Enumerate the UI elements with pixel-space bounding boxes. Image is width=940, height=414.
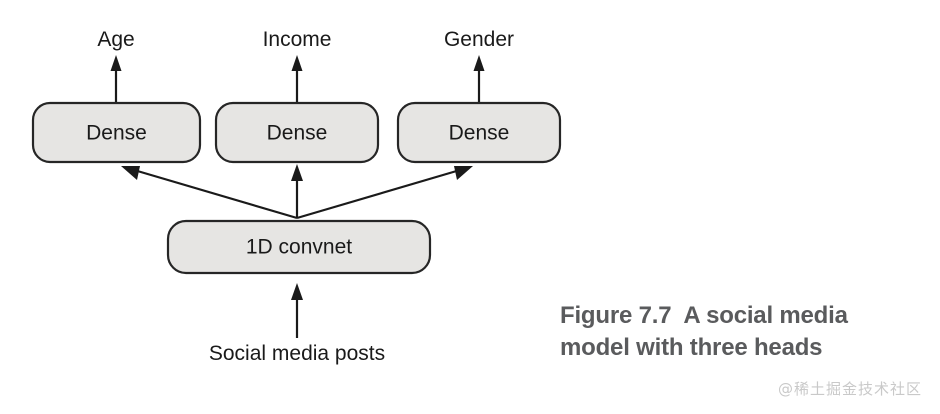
- output-label-income: Income: [263, 28, 332, 51]
- node-dense-gender-label: Dense: [449, 122, 510, 145]
- edge-input-to-convnet: [291, 283, 303, 338]
- edge-dense-gender-to-gender: [473, 55, 485, 103]
- node-1d-convnet[interactable]: 1D convnet: [166, 219, 432, 275]
- watermark-text: @稀土掘金技术社区: [777, 380, 922, 398]
- figure-caption-line1: A social media: [683, 302, 848, 329]
- edge-convnet-to-dense-income: [291, 164, 303, 218]
- input-label-social-media-posts: Social media posts: [209, 342, 385, 365]
- node-dense-gender[interactable]: Dense: [396, 101, 562, 164]
- node-dense-income-label: Dense: [267, 122, 328, 145]
- edge-dense-age-to-age: [110, 55, 122, 103]
- edge-convnet-to-dense-gender: [296, 166, 473, 220]
- figure-caption-line2: model with three heads: [560, 333, 823, 361]
- node-dense-age-label: Dense: [86, 122, 147, 145]
- figure-caption-number: Figure 7.7: [560, 302, 672, 329]
- edge-dense-income-to-income: [291, 55, 303, 103]
- edge-convnet-to-dense-age: [121, 166, 298, 220]
- node-dense-income[interactable]: Dense: [214, 101, 380, 164]
- output-label-age: Age: [97, 28, 134, 51]
- figure-caption: Figure 7.7 A social media model with thre…: [560, 300, 930, 363]
- node-dense-age[interactable]: Dense: [31, 101, 202, 164]
- node-1d-convnet-label: 1D convnet: [246, 236, 352, 259]
- output-label-gender: Gender: [444, 28, 514, 51]
